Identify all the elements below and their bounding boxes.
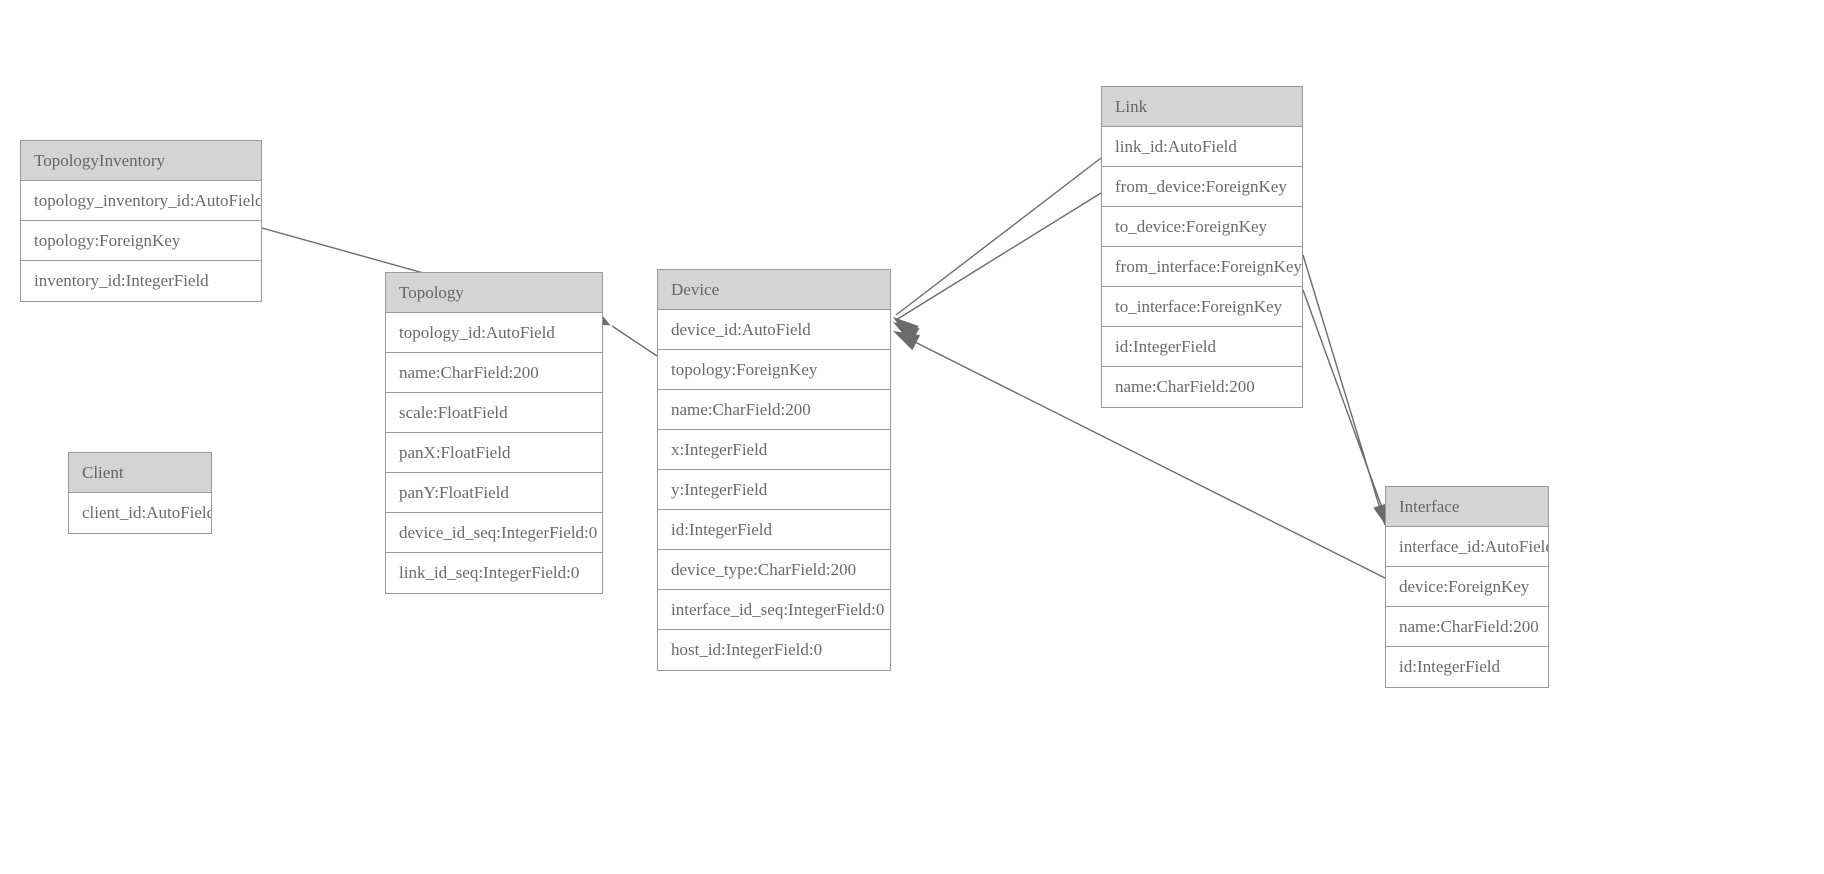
entity-field[interactable]: interface_id_seq:IntegerField:0 [658, 590, 890, 630]
entity-field[interactable]: panY:FloatField [386, 473, 602, 513]
relationship-line-link-to-device [895, 192, 1102, 321]
entity-field[interactable]: host_id:IntegerField:0 [658, 630, 890, 670]
entity-field[interactable]: name:CharField:200 [1386, 607, 1548, 647]
entity-title-link: Link [1102, 87, 1302, 127]
entity-field[interactable]: client_id:AutoField [69, 493, 211, 533]
entity-field[interactable]: device_id_seq:IntegerField:0 [386, 513, 602, 553]
entity-field[interactable]: y:IntegerField [658, 470, 890, 510]
entity-field[interactable]: name:CharField:200 [658, 390, 890, 430]
relationship-arrowhead-interface-device [893, 331, 921, 351]
entity-field[interactable]: device:ForeignKey [1386, 567, 1548, 607]
relationship-arrowhead-link-to-device [893, 322, 920, 343]
entity-title-topologyinventory: TopologyInventory [21, 141, 261, 181]
entity-field[interactable]: inventory_id:IntegerField [21, 261, 261, 301]
entity-field[interactable]: interface_id:AutoField [1386, 527, 1548, 567]
entity-field[interactable]: topology:ForeignKey [21, 221, 261, 261]
entity-field[interactable]: to_device:ForeignKey [1102, 207, 1302, 247]
entity-field[interactable]: topology_id:AutoField [386, 313, 602, 353]
entity-field[interactable]: from_device:ForeignKey [1102, 167, 1302, 207]
entity-field[interactable]: from_interface:ForeignKey [1102, 247, 1302, 287]
entity-title-interface: Interface [1386, 487, 1548, 527]
entity-title-client: Client [69, 453, 211, 493]
entity-field[interactable]: topology_inventory_id:AutoField [21, 181, 261, 221]
entity-field[interactable]: name:CharField:200 [1102, 367, 1302, 407]
entity-field[interactable]: link_id_seq:IntegerField:0 [386, 553, 602, 593]
relationship-line-device-topology [611, 325, 658, 357]
relationship-line-link-from-device [895, 157, 1102, 316]
entity-field[interactable]: name:CharField:200 [386, 353, 602, 393]
relationship-line-link-from-interface [1302, 254, 1386, 526]
entity-field[interactable]: scale:FloatField [386, 393, 602, 433]
relationship-arrowhead-link-from-device [893, 317, 919, 340]
entity-field[interactable]: id:IntegerField [1386, 647, 1548, 687]
entity-field[interactable]: topology:ForeignKey [658, 350, 890, 390]
entity-field[interactable]: panX:FloatField [386, 433, 602, 473]
entity-field[interactable]: x:IntegerField [658, 430, 890, 470]
relationship-line-link-to-interface [1302, 289, 1390, 528]
entity-title-device: Device [658, 270, 890, 310]
entity-field[interactable]: to_interface:ForeignKey [1102, 287, 1302, 327]
entity-title-topology: Topology [386, 273, 602, 313]
entity-field[interactable]: link_id:AutoField [1102, 127, 1302, 167]
entity-field[interactable]: device_type:CharField:200 [658, 550, 890, 590]
entity-field[interactable]: device_id:AutoField [658, 310, 890, 350]
entity-field[interactable]: id:IntegerField [1102, 327, 1302, 367]
entity-field[interactable]: id:IntegerField [658, 510, 890, 550]
